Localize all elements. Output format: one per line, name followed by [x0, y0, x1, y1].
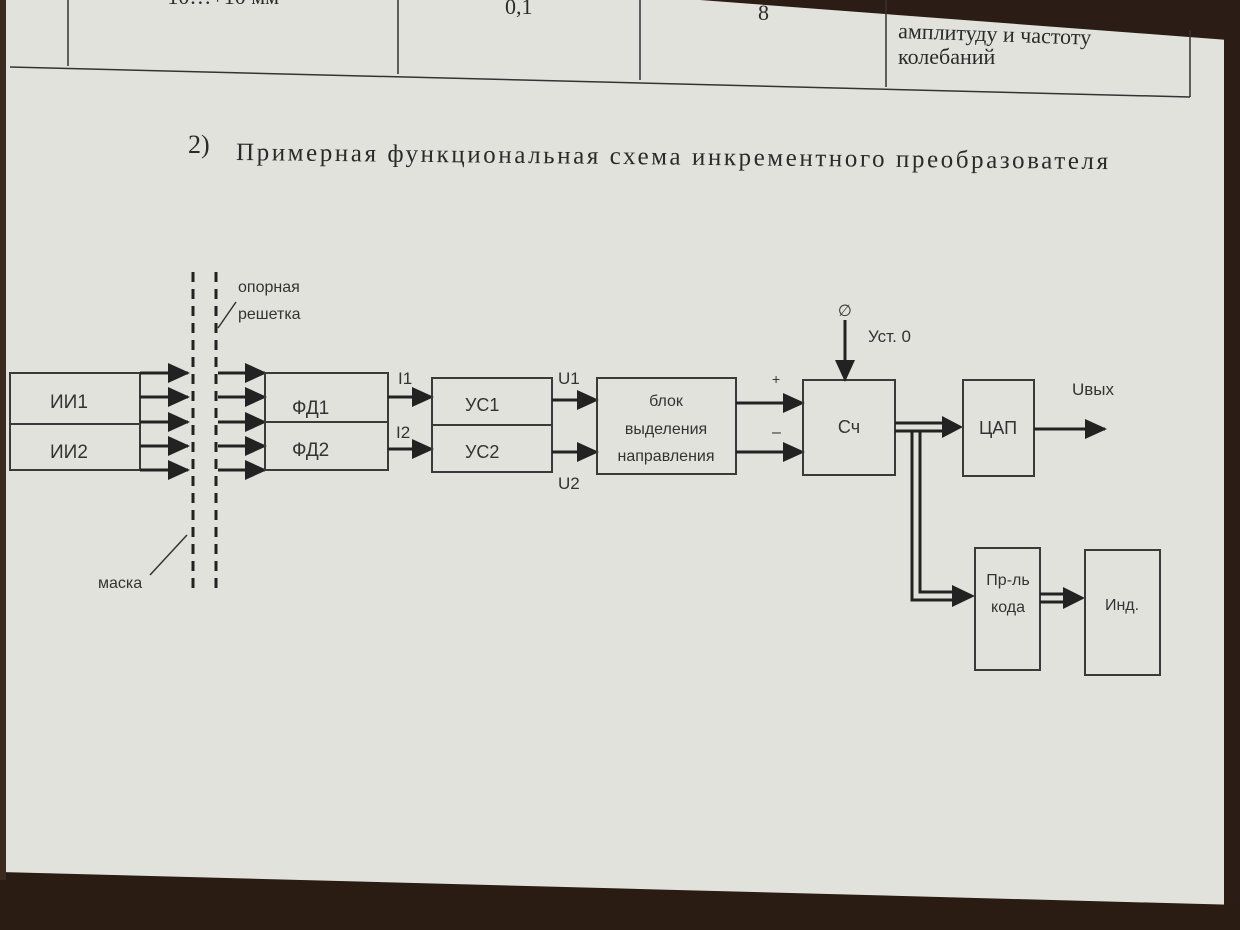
photodetector-box-2: [264, 421, 389, 471]
minus-sign: –: [772, 424, 781, 441]
table-fragment: -10…+10 мм 0,1 8 амплитуду и частоту кол…: [9, 0, 1191, 98]
voltage-label-1: U1: [558, 369, 580, 388]
light-arrows-to-mask: [140, 363, 190, 480]
grating-leader-line: [217, 301, 237, 329]
direction-block-box: [596, 377, 737, 475]
dark-corner-top-right: [700, 0, 1240, 48]
table-cell-accuracy: 0,1: [505, 0, 533, 19]
counter-label: Сч: [838, 417, 860, 437]
table-cell-count: 8: [758, 0, 769, 25]
dark-edge-bottom: [0, 872, 1240, 930]
code-converter-line2: кода: [991, 599, 1025, 616]
grating-label-line2: решетка: [238, 306, 301, 323]
bus-to-dac: [895, 416, 963, 438]
photodetector-label-2: ФД2: [292, 440, 329, 461]
indicator-label: Инд.: [1105, 597, 1139, 614]
source-label-2: ИИ2: [50, 442, 88, 463]
indicator-box: [1084, 549, 1161, 676]
mask-leader-line: [149, 534, 188, 576]
light-arrows-to-photodetectors: [218, 363, 267, 480]
bus-to-code-converter: [910, 431, 975, 607]
table-cell-desc-line2: колебаний: [898, 44, 996, 69]
table-cell-range: -10…+10 мм: [160, 0, 279, 9]
amplifier-label-1: УС1: [465, 395, 499, 415]
reset-terminal-icon: ∅: [838, 303, 852, 320]
plus-sign: +: [772, 371, 780, 387]
amplifier-box-2: [431, 424, 553, 473]
voltage-label-2: U2: [558, 474, 580, 493]
current-label-1: I1: [398, 369, 412, 388]
heading-number: 2): [188, 130, 210, 159]
current-label-2: I2: [396, 423, 410, 442]
source-label-1: ИИ1: [50, 392, 88, 413]
direction-block-line2: выделения: [625, 421, 707, 438]
photodetector-label-1: ФД1: [292, 398, 329, 419]
reset-label: Уст. 0: [868, 327, 911, 346]
code-converter-box: [974, 547, 1041, 671]
direction-block-line1: блок: [649, 393, 684, 410]
dac-label: ЦАП: [979, 418, 1017, 438]
dark-edge-left: [0, 0, 6, 880]
output-label: Uвых: [1072, 380, 1115, 399]
dark-edge-right: [1224, 30, 1240, 930]
code-converter-line1: Пр-ль: [986, 572, 1029, 589]
amplifier-label-2: УС2: [465, 442, 499, 462]
bus-to-indicator: [1040, 587, 1085, 609]
grating-label-line1: опорная: [238, 279, 300, 296]
heading-text: Примерная функциональная схема инкремент…: [236, 139, 1109, 175]
direction-block-line3: направления: [618, 448, 715, 465]
mask-label: маска: [98, 575, 142, 592]
